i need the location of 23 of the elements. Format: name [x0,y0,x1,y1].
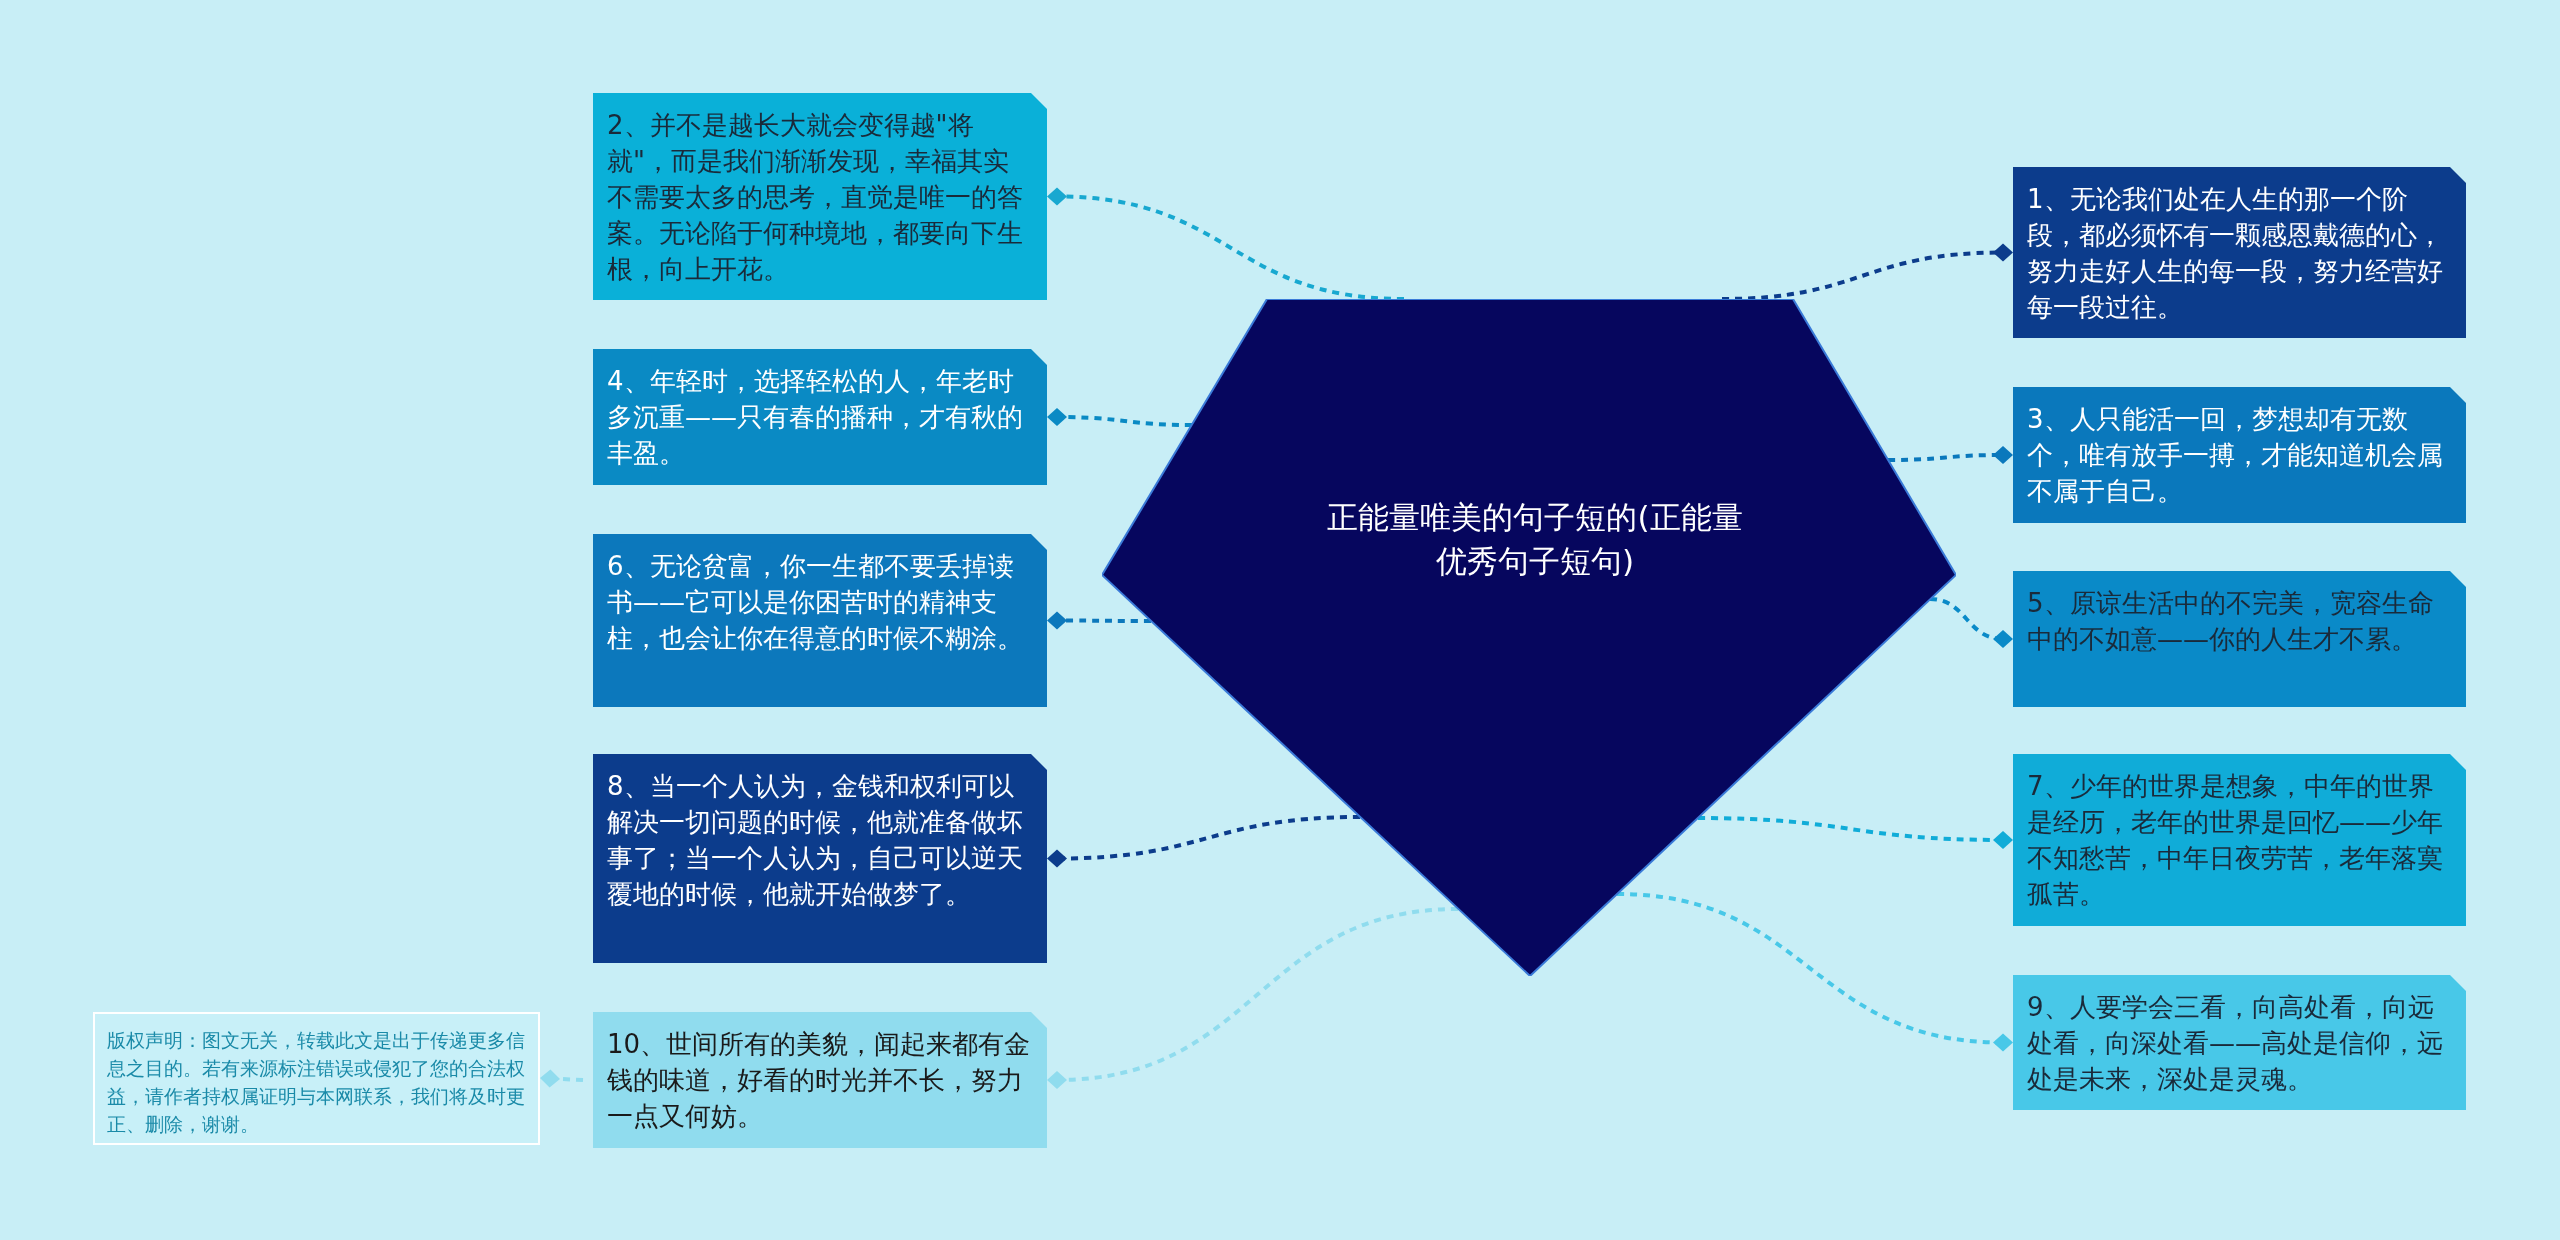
topic-box: 3、人只能活一回，梦想却有无数个，唯有放手一搏，才能知道机会属不属于自己。 [2013,387,2466,523]
connector [540,1069,584,1088]
topic-box: 5、原谅生活中的不完美，宽容生命中的不如意——你的人生才不累。 [2013,571,2466,707]
topic-box: 2、并不是越长大就会变得越"将就"，而是我们渐渐发现，幸福其实不需要太多的思考，直觉是唯一的答案。无论陷于何种境地，都要向下生根，向上开花。 [593,93,1047,300]
connector [1888,446,2013,464]
topic-title: 正能量唯美的句子短的(正能量优秀句子短句) [1326,498,1744,581]
connector [1047,408,1193,427]
topic-box: 4、年轻时，选择轻松的人，年老时多沉重——只有春的播种，才有秋的丰盈。 [593,349,1047,485]
note-box: 版权声明：图文无关，转载此文是出于传递更多信息之目的。若有来源标注错误或侵犯了您的合法权益，请作者持权属证明与本网联系，我们将及时更正、删除，谢谢。 [93,1012,540,1145]
connector [1721,243,2013,301]
topic-box: 10、世间所有的美貌，闻起来都有金钱的味道，好看的时光并不长，努力一点又何妨。 [593,1012,1047,1148]
connector [1929,597,2013,648]
topic-box: 9、人要学会三看，向高处看，向远处看，向深处看——高处是信仰，远处是未来，深处是灵魂。 [2013,975,2466,1110]
connector [1616,892,2013,1052]
connector [1047,187,1405,301]
connector [1047,907,1459,1089]
topic-box: 1、无论我们处在人生的那一个阶段，都必须怀有一颗感恩戴德的心，努力走好人生的每一段，努力经营好每一段过往。 [2013,167,2466,338]
topic-box: 8、当一个人认为，金钱和权利可以解决一切问题的时候，他就准备做坏事了；当一个人认为，自己可以逆天覆地的时候，他就开始做梦了。 [593,754,1047,963]
connector [1697,816,2013,849]
topic-box: 6、无论贫富，你一生都不要丢掉读书——它可以是你困苦时的精神支柱，也会让你在得意的时候不糊涂。 [593,534,1047,707]
connector [1047,815,1361,868]
topic-box: 7、少年的世界是想象，中年的世界是经历，老年的世界是回忆——少年不知愁苦，中年日夜劳苦，老年落寞孤苦。 [2013,754,2466,926]
connector [1047,611,1151,630]
